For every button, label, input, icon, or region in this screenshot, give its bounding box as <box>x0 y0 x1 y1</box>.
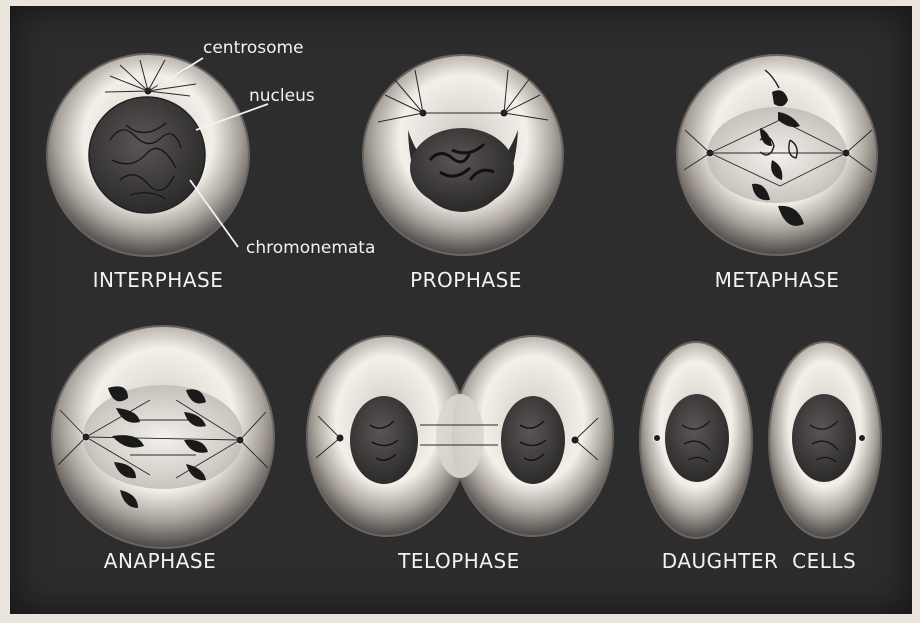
telophase-cell <box>307 336 613 536</box>
nucleus-label: nucleus <box>249 86 315 106</box>
chromonemata-label: chromonemata <box>246 238 375 258</box>
prophase-cell <box>363 55 563 255</box>
interphase-label: INTERPHASE <box>93 268 224 292</box>
daughter-cells <box>640 342 881 538</box>
anaphase-label: ANAPHASE <box>104 549 216 573</box>
metaphase-cell <box>677 55 877 255</box>
interphase-cell <box>47 54 249 256</box>
centrosome-label: centrosome <box>203 38 304 58</box>
metaphase-label: METAPHASE <box>715 268 840 292</box>
telophase-label: TELOPHASE <box>398 549 520 573</box>
daughter-cells-label: DAUGHTER CELLS <box>662 549 856 573</box>
anaphase-cell <box>52 326 274 548</box>
prophase-label: PROPHASE <box>410 268 522 292</box>
